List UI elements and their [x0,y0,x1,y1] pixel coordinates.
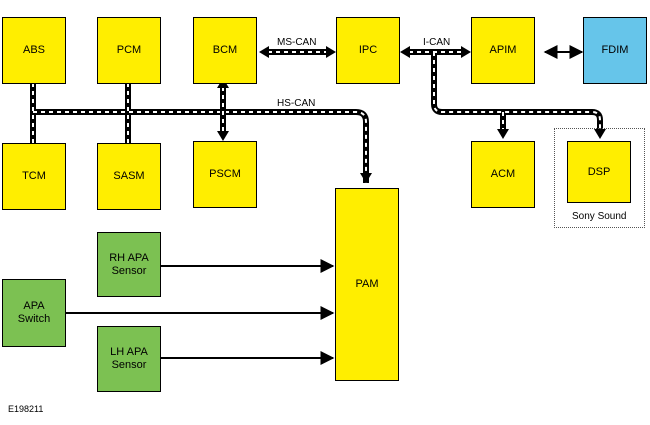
abs-module: ABS [2,17,66,84]
lh-apa-sensor: LH APA Sensor [97,326,161,392]
i-can-bus [400,46,606,139]
ms-can-label: MS-CAN [277,37,317,48]
apa-switch: APA Switch [2,279,66,347]
dsp-module: DSP [567,141,631,203]
ipc-module: IPC [336,17,400,84]
arrowhead-pam [360,173,372,183]
i-can-label: I-CAN [423,37,451,48]
pam-module: PAM [335,188,399,381]
sasm-module: SASM [97,143,161,210]
fdim-module: FDIM [583,17,647,84]
tcm-module: TCM [2,143,66,210]
pcm-module: PCM [97,17,161,84]
bcm-module: BCM [193,17,257,84]
acm-module: ACM [471,141,535,208]
sony-sound-label: Sony Sound [572,211,627,222]
hs-can-label: HS-CAN [277,98,316,109]
pscm-module: PSCM [193,141,257,208]
apim-module: APIM [471,17,535,84]
arrowhead-pscm [217,131,229,141]
figure-id: E198211 [8,404,44,414]
ms-can-bus [259,46,336,58]
rh-apa-sensor: RH APA Sensor [97,232,161,297]
sony-sound-group [554,128,645,228]
